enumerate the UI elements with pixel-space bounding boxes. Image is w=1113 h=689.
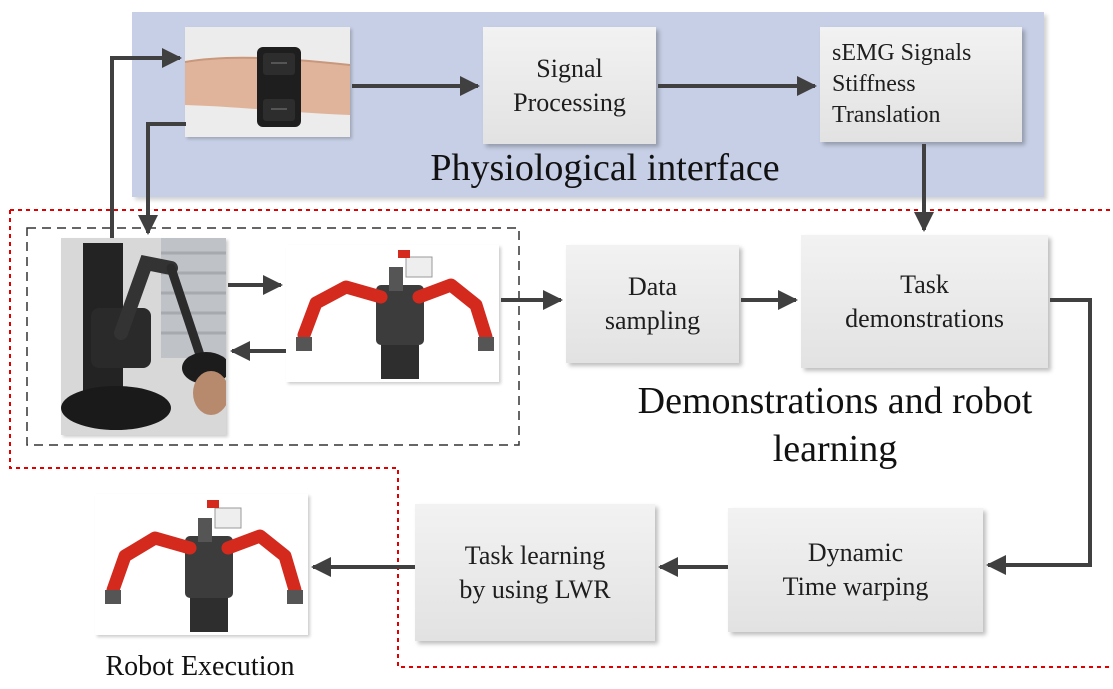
robot-execution-label: Robot Execution xyxy=(105,651,295,682)
semg-signals-label: sEMG Signals Stiffness Translation xyxy=(832,39,972,129)
data-sampling-box: Data sampling xyxy=(566,245,739,363)
semg-signals-box: sEMG Signals Stiffness Translation xyxy=(820,27,1022,142)
signal-processing-label: Signal Processing xyxy=(513,53,626,117)
demonstrations-boundary xyxy=(9,209,1113,668)
physiological-interface-title: Physiological interface xyxy=(430,147,780,189)
task-demonstrations-box: Task demonstrations xyxy=(801,235,1048,368)
demonstrations-learning-title: Demonstrations and robot learning xyxy=(637,380,1033,470)
robot-photo-execution xyxy=(95,494,308,635)
haptic-device-photo xyxy=(61,238,226,435)
data-sampling-label: Data sampling xyxy=(604,272,701,335)
armband-photo xyxy=(185,27,350,137)
teleoperation-dashed-box xyxy=(26,227,520,446)
task-demonstrations-label: Task demonstrations xyxy=(845,269,1004,333)
arrow-armband-to-haptic xyxy=(138,122,186,235)
signal-processing-box: Signal Processing xyxy=(483,27,656,144)
task-learning-box: Task learning by using LWR xyxy=(415,504,655,641)
dtw-label: Dynamic Time warping xyxy=(782,538,929,601)
task-learning-label: Task learning by using LWR xyxy=(459,540,611,604)
dtw-box: Dynamic Time warping xyxy=(728,508,983,632)
robot-photo-demonstration xyxy=(286,245,499,382)
arrow-haptic-to-armband xyxy=(110,48,182,238)
arrow-task-demo-to-dtw xyxy=(986,298,1092,575)
